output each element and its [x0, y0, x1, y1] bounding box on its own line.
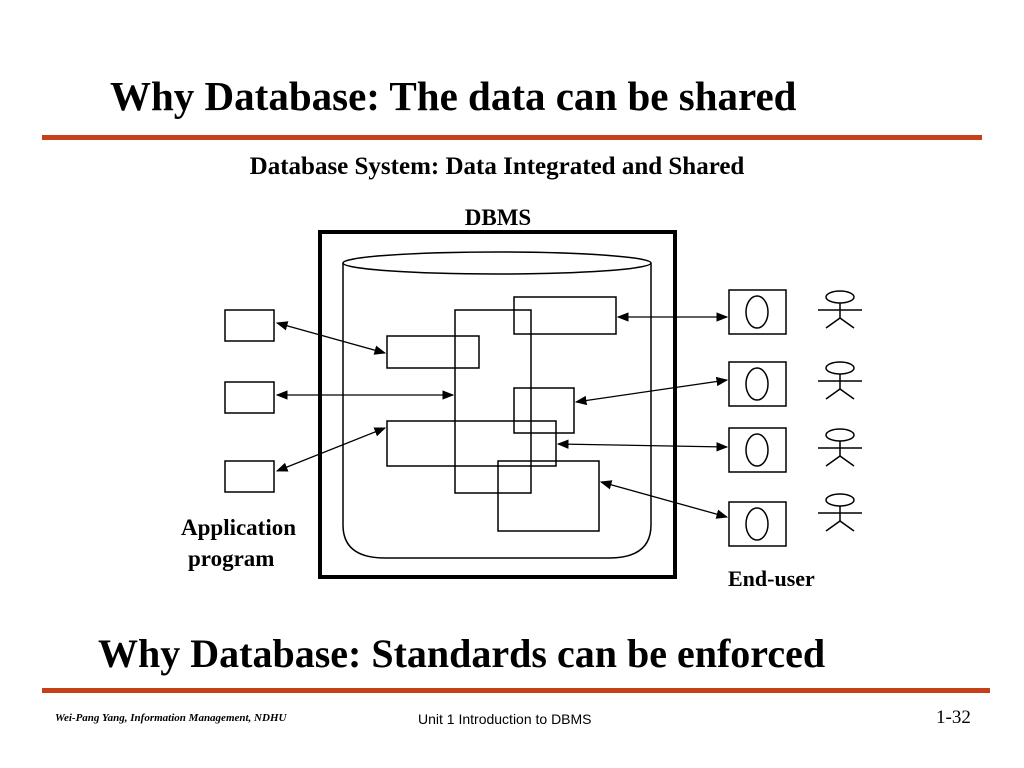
users: [818, 290, 862, 532]
next-slide-title: Why Database: Standards can be enforced: [98, 631, 826, 676]
access-arrow: [599, 480, 729, 519]
user-icon: [818, 290, 862, 329]
user-icon: [818, 428, 862, 467]
data-box: [386, 420, 557, 467]
data-access-arrows: [275, 312, 729, 519]
access-arrow: [556, 439, 729, 452]
application-program-label-line1: Application: [181, 515, 296, 540]
footer-author: Wei-Pang Yang, Information Management, N…: [55, 712, 287, 724]
end-user-terminals: [728, 289, 787, 547]
application-program-box: [224, 309, 275, 342]
terminal-icon: [728, 427, 787, 473]
diagram-subtitle: Database System: Data Integrated and Sha…: [249, 153, 745, 180]
title-rule: [42, 135, 982, 140]
application-program-box: [224, 460, 275, 493]
terminal-icon: [728, 361, 787, 407]
terminal-icon: [728, 501, 787, 547]
user-icon: [818, 493, 862, 532]
data-box: [497, 460, 600, 532]
access-arrow: [275, 321, 387, 355]
end-user-label: End-user: [728, 566, 815, 591]
bottom-rule: [42, 688, 990, 693]
data-records: [386, 296, 617, 532]
access-arrow: [275, 427, 387, 472]
access-arrow: [574, 376, 729, 406]
application-program-box: [224, 381, 275, 414]
data-box: [386, 335, 480, 369]
application-program-label-line2: program: [188, 546, 274, 571]
database-cylinder: [342, 251, 652, 559]
application-programs: [224, 309, 275, 493]
page-number: 1-32: [936, 707, 971, 728]
terminal-icon: [728, 289, 787, 335]
data-box: [454, 309, 532, 494]
footer-unit: Unit 1 Introduction to DBMS: [418, 711, 592, 727]
user-icon: [818, 361, 862, 400]
data-box: [513, 296, 617, 335]
dbms-label: DBMS: [465, 205, 531, 230]
data-box: [513, 387, 575, 434]
slide-title: Why Database: The data can be shared: [110, 73, 797, 119]
